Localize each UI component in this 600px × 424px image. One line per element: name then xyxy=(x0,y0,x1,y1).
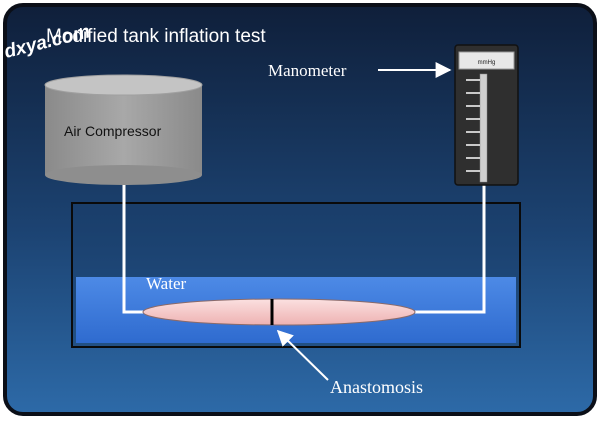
manometer-label: Manometer xyxy=(268,61,347,80)
vessel-graft xyxy=(142,298,416,326)
air-compressor xyxy=(44,74,203,185)
anastomosis-arrow xyxy=(276,329,329,381)
manometer: mmHg xyxy=(454,44,519,186)
manometer-unit-label: mmHg xyxy=(478,60,496,66)
anastomosis-label: Anastomosis xyxy=(330,377,423,397)
water-label: Water xyxy=(146,274,186,293)
manometer-tube xyxy=(408,185,486,314)
air-compressor-label: Air Compressor xyxy=(64,123,162,139)
diagram-title: Modified tank inflation test xyxy=(46,26,266,47)
